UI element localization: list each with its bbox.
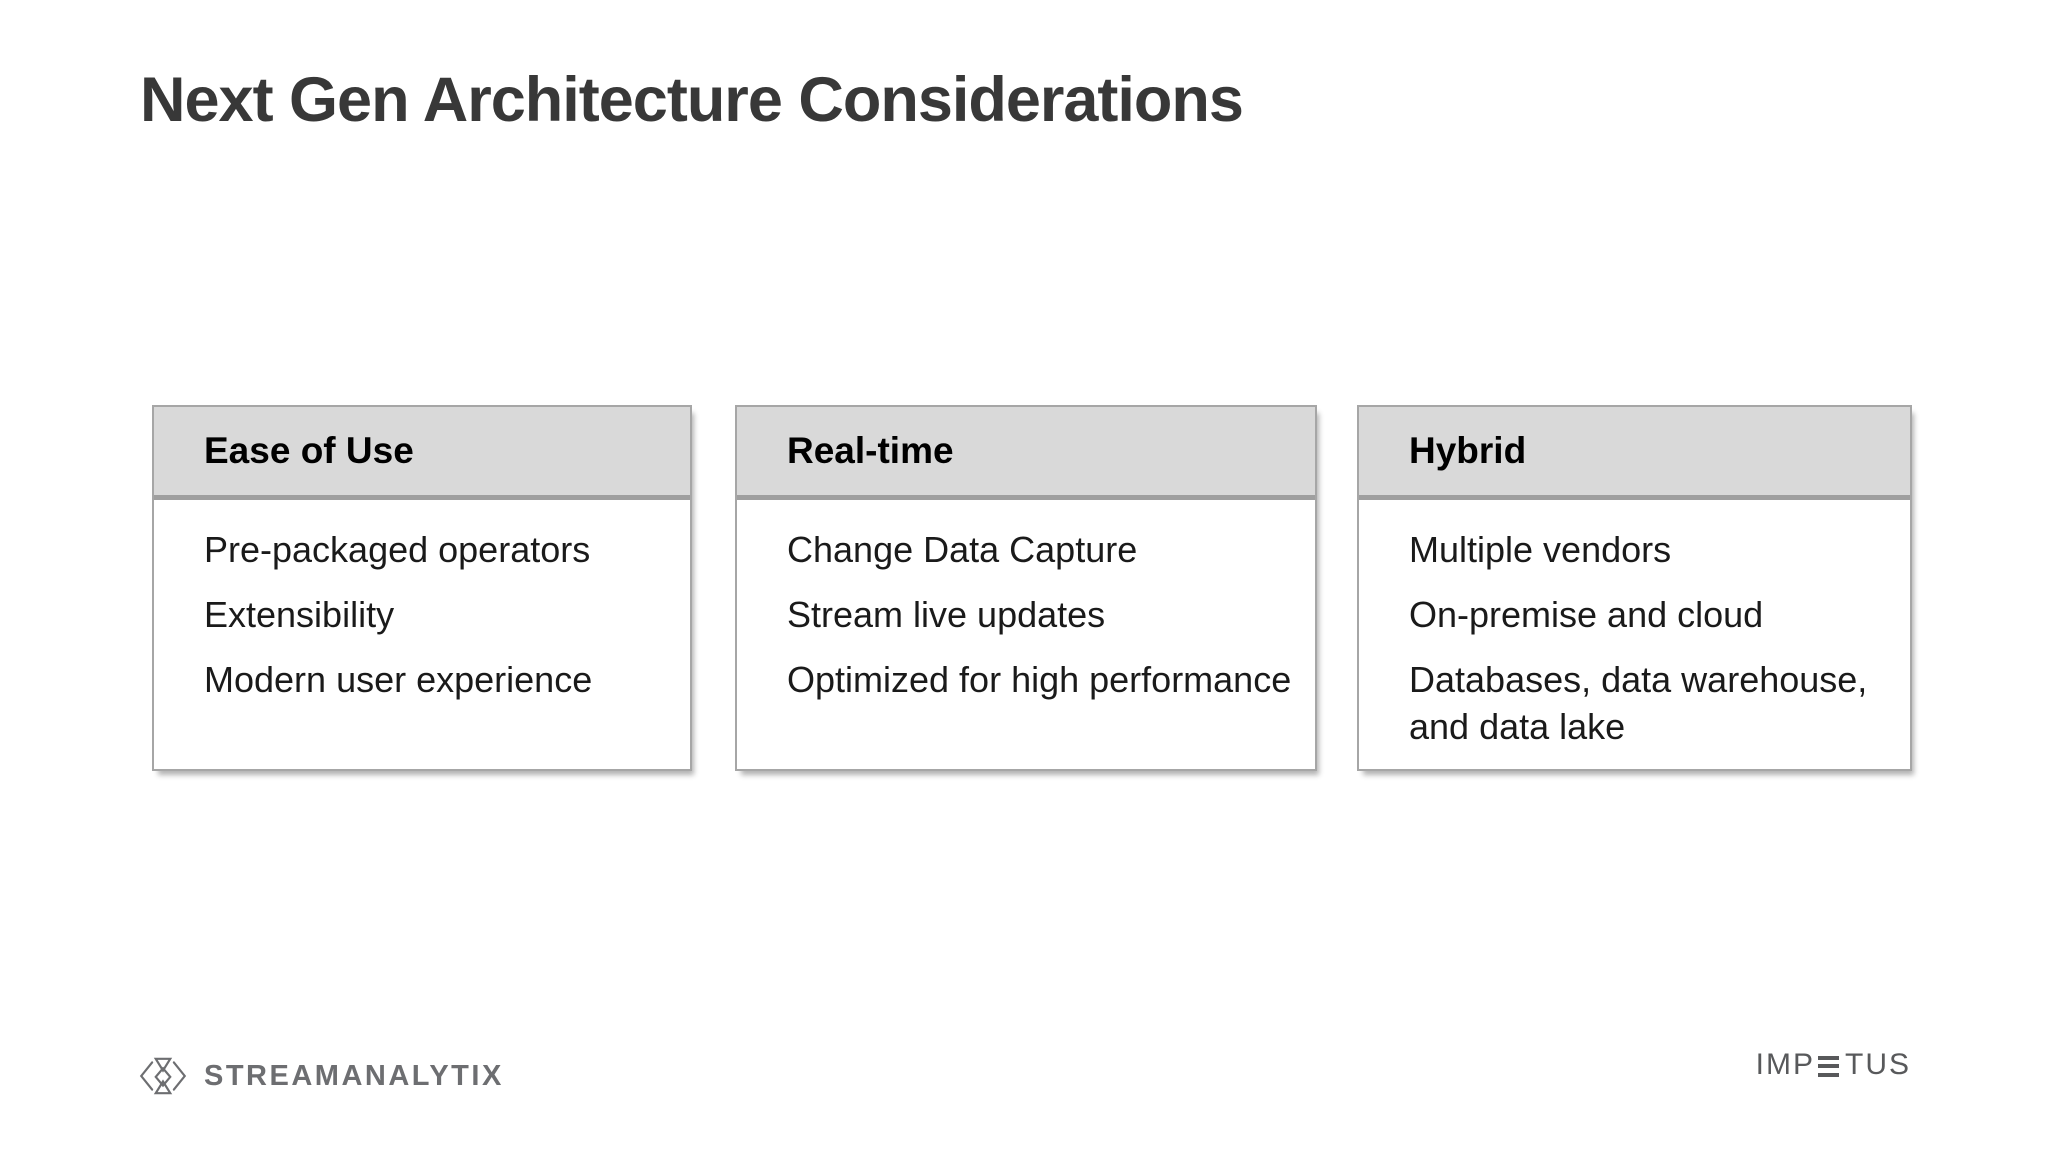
list-item: Change Data Capture — [787, 529, 1138, 570]
streamanalytix-diamond-icon — [139, 1057, 187, 1095]
card-header-label: Ease of Use — [204, 430, 414, 471]
impetus-logo: IMP TUS — [1756, 1048, 1911, 1082]
card-hybrid: Hybrid Multiple vendors On-premise and c… — [1357, 405, 1912, 771]
list-item: Databases, data warehouse, and data lake — [1409, 659, 1868, 747]
card-header-label: Hybrid — [1409, 430, 1527, 471]
list-item: On-premise and cloud — [1409, 594, 1764, 635]
list-item: Optimized for high performance — [787, 659, 1292, 700]
impetus-wordmark-prefix: IMP — [1755, 1048, 1815, 1081]
list-item: Stream live updates — [787, 594, 1106, 635]
list-item: Pre-packaged operators — [204, 529, 591, 570]
streamanalytix-logo: STREAMANALYTIX — [134, 1047, 504, 1105]
list-item: Extensibility — [204, 594, 395, 635]
slide-title: Next Gen Architecture Considerations — [140, 65, 1244, 135]
card-ease-of-use: Ease of Use Pre-packaged operators Exten… — [152, 405, 692, 771]
card-body: Multiple vendors On-premise and cloud Da… — [1359, 500, 1910, 750]
list-item: Multiple vendors — [1409, 529, 1672, 570]
card-body: Pre-packaged operators Extensibility Mod… — [154, 500, 690, 703]
card-header: Hybrid — [1359, 407, 1910, 500]
card-header: Ease of Use — [154, 407, 690, 500]
card-body: Change Data Capture Stream live updates … — [737, 500, 1315, 703]
cards-row: Ease of Use Pre-packaged operators Exten… — [152, 405, 1912, 771]
streamanalytix-wordmark: STREAMANALYTIX — [204, 1059, 504, 1092]
card-header: Real-time — [737, 407, 1315, 500]
list-item: Modern user experience — [204, 659, 593, 700]
impetus-wordmark-suffix: TUS — [1845, 1048, 1911, 1081]
impetus-e-bars-icon — [1818, 1055, 1839, 1077]
card-real-time: Real-time Change Data Capture Stream liv… — [735, 405, 1317, 771]
card-header-label: Real-time — [787, 430, 954, 471]
